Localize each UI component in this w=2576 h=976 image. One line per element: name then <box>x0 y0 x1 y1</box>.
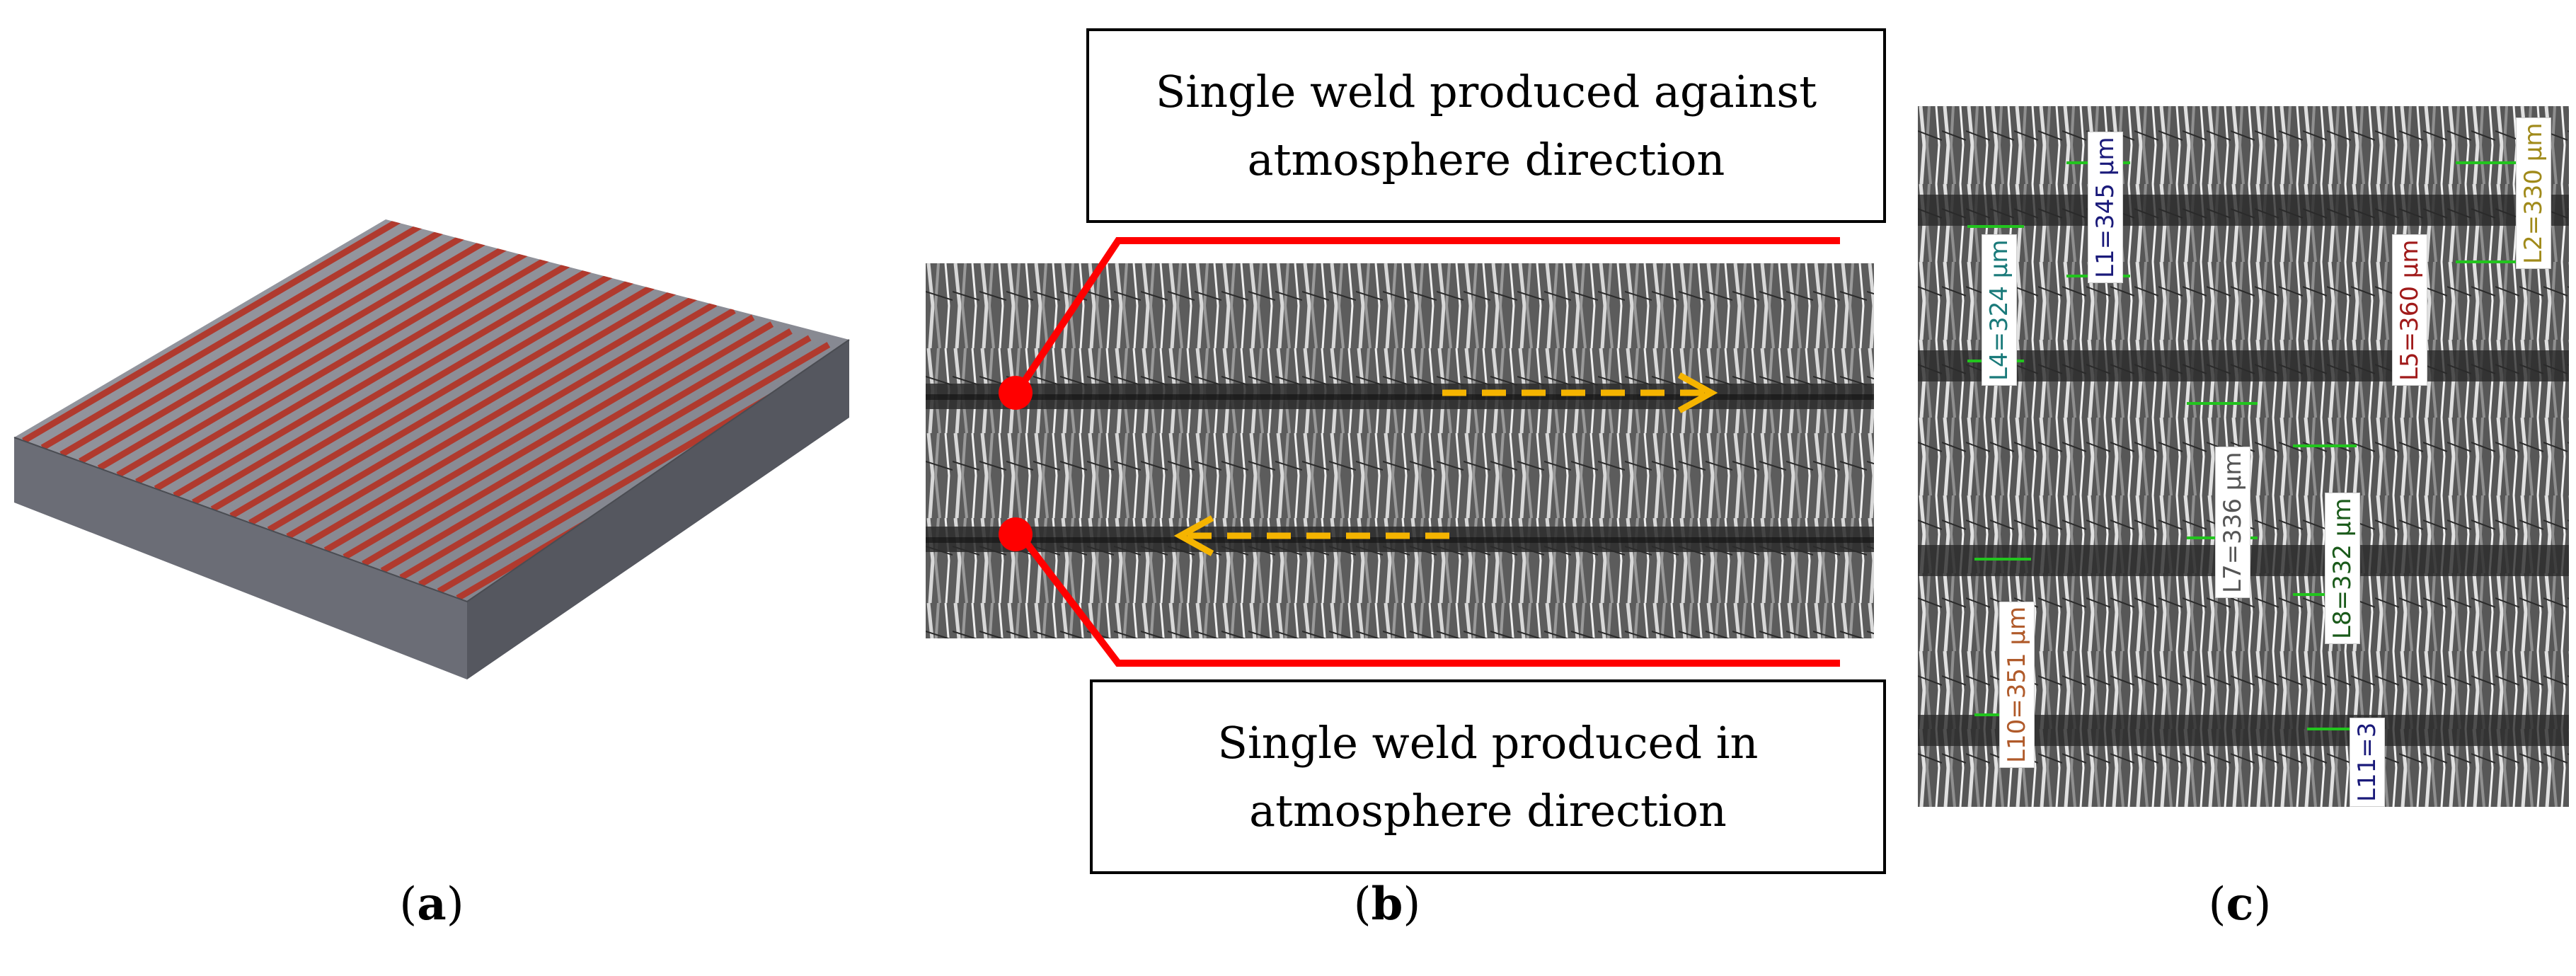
welded-block-3d-icon <box>13 219 850 679</box>
weld-stripe <box>192 260 604 505</box>
leader-lines <box>999 237 1840 667</box>
label-l4: L4=324 µm <box>1982 234 2017 386</box>
weld-stripes <box>22 219 849 602</box>
weld-stripe <box>248 280 661 526</box>
caption-b: (b) <box>1353 878 1421 931</box>
weld-stripe <box>323 307 736 553</box>
top-callout-box: Single weld produced against atmosphere … <box>1086 28 1886 223</box>
label-l5: L5=360 µm <box>2392 234 2427 386</box>
weld-stripe <box>229 273 642 519</box>
weld-stripe <box>135 239 548 485</box>
weld-start-dot-top <box>999 376 1033 410</box>
weld-stripe <box>79 219 491 464</box>
panel-a-block-illustration <box>0 198 878 708</box>
micrograph-c: L1=345 µm L2=330 µm L4=324 µm L5=360 µm … <box>1918 106 2569 807</box>
label-l1: L1=345 µm <box>2088 132 2123 283</box>
weld-stripe <box>380 328 793 574</box>
caption-c: (c) <box>2208 878 2272 931</box>
weld-texture-b <box>926 263 1874 638</box>
label-l7: L7=336 µm <box>2215 447 2250 598</box>
arrow-left-icon <box>1173 515 1449 556</box>
weld-stripe <box>40 219 453 451</box>
label-l8: L8=332 µm <box>2325 493 2360 644</box>
top-callout-line1: Single weld produced against <box>1155 65 1817 117</box>
weld-stripe <box>286 294 698 540</box>
weld-stripe <box>22 219 435 444</box>
weld-start-dot-bottom <box>999 517 1033 551</box>
weld-stripe <box>343 314 755 561</box>
weld-stripe <box>116 232 529 478</box>
weld-stripe <box>305 301 718 546</box>
weld-stripe <box>173 253 585 499</box>
weld-stripe <box>267 287 679 533</box>
arrow-right-icon <box>1442 372 1718 413</box>
weld-stripe <box>154 246 566 492</box>
bottom-callout-line2: atmosphere direction <box>1249 784 1727 837</box>
micrograph-b <box>926 263 1874 638</box>
label-l10: L10=351 µm <box>1999 601 2035 768</box>
weld-stripe <box>362 321 774 567</box>
weld-stripe <box>399 335 812 581</box>
weld-stripe <box>210 266 623 512</box>
weld-stripe <box>418 342 831 587</box>
weld-stripe <box>97 225 510 471</box>
bottom-callout-box: Single weld produced in atmosphere direc… <box>1090 679 1886 874</box>
caption-a: (a) <box>399 878 464 931</box>
top-callout-line2: atmosphere direction <box>1247 133 1725 185</box>
label-l11: L11=3 <box>2350 717 2385 807</box>
weld-stripe <box>59 219 472 458</box>
bottom-callout-line1: Single weld produced in <box>1217 716 1759 769</box>
label-l2: L2=330 µm <box>2516 117 2551 269</box>
